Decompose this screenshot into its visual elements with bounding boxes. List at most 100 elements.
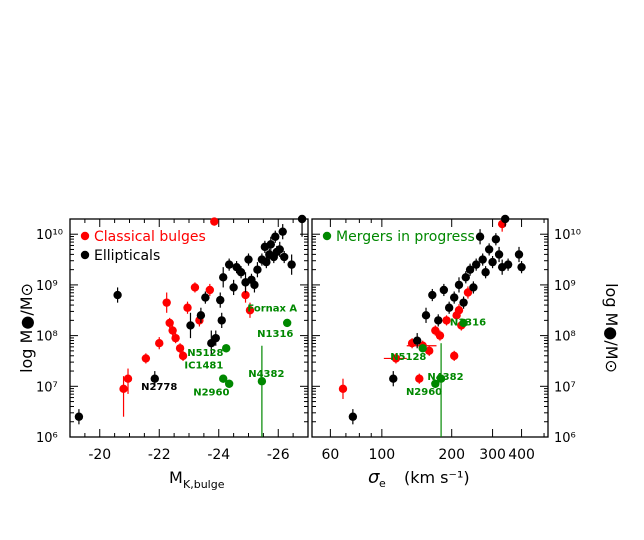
- right-panel-classical-bulges-point: [454, 306, 464, 315]
- right-panel-x-axis-units: (km s⁻¹): [404, 468, 470, 487]
- left-panel-ellipticals-point: [280, 252, 289, 262]
- right-panel-ellipticals-point: [461, 273, 470, 282]
- left-panel-legend-marker: [80, 231, 90, 241]
- right-panel-classical-bulges-point: [435, 331, 445, 340]
- right-panel-classical-bulges-point: [442, 316, 451, 325]
- left-panel-ellipticals-point: [224, 260, 234, 269]
- left-panel-legend-label: Classical bulges: [94, 229, 206, 245]
- right-panel-annotation: N4382: [427, 372, 463, 383]
- right-panel-annotation: N5128: [390, 352, 426, 363]
- left-panel-classical-bulges-point: [205, 285, 215, 295]
- right-panel-legend-marker: [322, 231, 332, 241]
- left-panel-classical-bulges-point: [175, 344, 185, 353]
- left-panel-classical-bulges-point: [210, 217, 219, 226]
- right-panel-ellipticals-point: [421, 311, 431, 320]
- right-panel-x-axis-label-sub: e: [379, 477, 386, 490]
- left-panel-classical-bulges-point: [141, 354, 151, 363]
- left-panel-classical-bulges-point: [119, 384, 128, 394]
- left-panel-ellipticals-point: [266, 240, 276, 249]
- left-panel-ellipticals-point: [196, 311, 206, 320]
- right-panel-mergers-in-progress-point: [418, 344, 427, 353]
- left-panel-ellipticals-point: [186, 321, 195, 330]
- left-panel-x-tick-label: -26: [267, 447, 290, 463]
- left-panel-y-tick-label: 10⁷: [36, 380, 58, 395]
- right-panel-mergers-in-progress-point: [459, 318, 468, 328]
- right-panel-ellipticals-point: [478, 255, 487, 264]
- right-panel-classical-bulges-point: [463, 288, 473, 297]
- left-panel-ellipticals-point: [216, 295, 225, 305]
- left-panel-annotation: Fornax A: [247, 303, 297, 314]
- left-panel-legend-label: Ellipticals: [94, 248, 160, 264]
- right-panel-x-tick-label: 100: [368, 447, 395, 463]
- right-panel-frame: [311, 218, 549, 438]
- left-panel-y-axis-label: log M●/M⊙: [17, 283, 36, 373]
- left-panel-classical-bulges-point: [165, 318, 174, 328]
- left-panel-classical-bulges-point: [190, 283, 200, 292]
- left-panel-ellipticals-point: [297, 214, 307, 224]
- right-panel-ellipticals-point: [444, 303, 454, 312]
- right-panel-ellipticals-point: [459, 298, 468, 307]
- left-panel-legend-marker: [80, 250, 90, 260]
- left-panel-ellipticals-point: [150, 374, 159, 383]
- left-panel-x-axis-label-sub: K,bulge: [183, 478, 225, 491]
- left-panel-annotation: N2778: [141, 382, 177, 393]
- left-panel-classical-bulges-point: [171, 333, 180, 343]
- right-panel-x-axis-label: σ: [368, 467, 380, 488]
- right-panel-x-tick-label: 200: [438, 447, 465, 463]
- right-panel-ellipticals-point: [475, 232, 485, 241]
- right-panel-ellipticals-point: [484, 245, 494, 254]
- left-panel-mergers-in-progress-point: [219, 374, 228, 383]
- left-panel-classical-bulges-point: [183, 303, 192, 312]
- left-panel-classical-bulges-point: [241, 290, 250, 300]
- right-panel-ellipticals-point: [491, 235, 501, 244]
- right-panel-classical-bulges-point: [391, 354, 401, 363]
- left-panel-x-axis-label: M: [169, 468, 183, 487]
- left-panel-classical-bulges-point: [123, 374, 133, 383]
- right-panel-ellipticals-point: [471, 260, 481, 269]
- right-panel-ellipticals-point: [517, 262, 526, 272]
- left-panel-ellipticals-point: [262, 257, 271, 267]
- right-panel-classical-bulges-point: [415, 374, 424, 383]
- right-panel-ellipticals-point: [428, 290, 437, 300]
- right-panel-x-tick-label: 60: [321, 447, 339, 463]
- left-panel-classical-bulges-point: [245, 306, 255, 315]
- right-panel-ellipticals-point: [469, 283, 478, 292]
- right-panel-ellipticals-point: [348, 412, 358, 421]
- right-panel-ellipticals-point: [465, 265, 475, 274]
- left-panel-classical-bulges-point: [162, 298, 171, 307]
- left-panel-ellipticals-point: [74, 412, 84, 421]
- right-panel-y-tick-label: 10⁹: [554, 279, 576, 294]
- left-panel-ellipticals-point: [244, 255, 253, 264]
- left-panel-mergers-in-progress-point: [224, 379, 234, 388]
- left-panel-ellipticals-point: [219, 273, 228, 282]
- left-panel-x-tick-label: -24: [207, 447, 230, 463]
- left-panel-annotation: N1316: [257, 329, 293, 340]
- right-panel-annotation: N2960: [406, 387, 442, 398]
- left-panel-annotation: N2960: [193, 387, 229, 398]
- left-panel-mergers-in-progress-point: [282, 318, 292, 328]
- right-panel-classical-bulges-point: [338, 384, 348, 394]
- left-panel-annotation: IC1481: [184, 361, 223, 372]
- right-panel-y-tick-label: 10⁷: [554, 380, 576, 395]
- left-panel-ellipticals-point: [271, 232, 280, 241]
- left-panel-mergers-in-progress-point: [221, 344, 231, 353]
- right-panel-ellipticals-point: [449, 293, 459, 302]
- right-panel-ellipticals-point: [514, 250, 524, 259]
- right-panel-annotation: N1316: [450, 317, 486, 328]
- left-panel-ellipticals-point: [236, 268, 246, 277]
- right-panel-ellipticals-point: [439, 285, 449, 295]
- right-panel-ellipticals-point: [412, 336, 422, 345]
- right-panel-classical-bulges-point: [449, 351, 459, 361]
- right-panel-x-tick-label: 400: [508, 447, 535, 463]
- left-panel-mergers-in-progress-point: [257, 377, 267, 386]
- left-panel-ellipticals-point: [250, 280, 259, 290]
- left-panel-ellipticals-point: [201, 293, 210, 302]
- left-panel-ellipticals-point: [278, 227, 287, 236]
- left-panel-y-tick-label: 10¹⁰: [36, 228, 63, 243]
- left-panel-ellipticals-point: [217, 316, 226, 325]
- left-panel-y-tick-label: 10⁶: [36, 431, 58, 446]
- right-panel-y-tick-label: 10⁶: [554, 431, 576, 446]
- left-panel-x-tick-label: -20: [88, 447, 111, 463]
- left-panel-ellipticals-point: [275, 245, 284, 254]
